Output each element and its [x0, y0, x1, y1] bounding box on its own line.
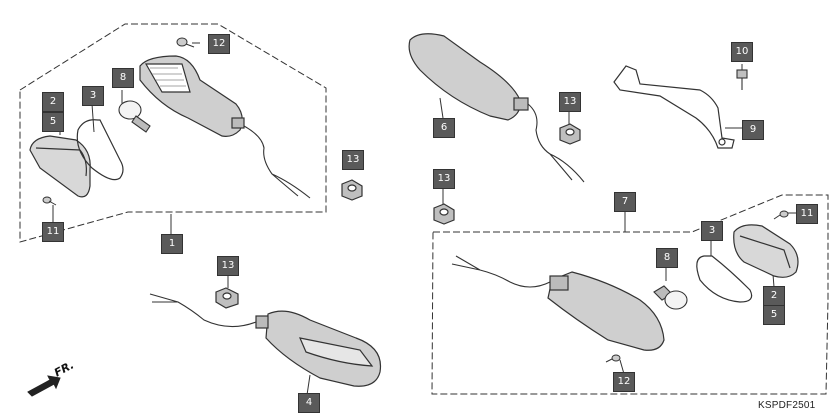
- screw-12a: [176, 37, 195, 48]
- callout-5: 5: [763, 305, 785, 325]
- nut-13c: [559, 123, 581, 145]
- nut-13a: [341, 179, 363, 201]
- callout-12: 12: [208, 34, 230, 54]
- wire-1: [243, 125, 311, 199]
- screw-12b: [605, 354, 621, 363]
- screw-11b: [773, 210, 789, 220]
- nut-13b: [215, 287, 239, 309]
- wire-4: [149, 293, 257, 328]
- turn-signal-body-7: [547, 271, 665, 351]
- callout-11: 11: [796, 204, 818, 224]
- callout-8: 8: [656, 248, 678, 268]
- turn-signal-4: [255, 310, 382, 387]
- callout-13: 13: [217, 256, 239, 276]
- screw-11a: [42, 196, 57, 206]
- bulb-1: [118, 100, 151, 133]
- callout-3: 3: [701, 221, 723, 241]
- lens-cover-1: [29, 135, 91, 198]
- callout-3: 3: [82, 86, 104, 106]
- callout-7: 7: [614, 192, 636, 212]
- callout-1: 1: [161, 234, 183, 254]
- callout-8: 8: [112, 68, 134, 88]
- gasket-1: [76, 119, 124, 181]
- callout-11: 11: [42, 222, 64, 242]
- callout-2: 2: [763, 286, 785, 306]
- turn-signal-6: [408, 33, 529, 121]
- callout-13: 13: [342, 150, 364, 170]
- callout-10: 10: [731, 42, 753, 62]
- wire-7: [451, 255, 551, 288]
- callout-5: 5: [42, 112, 64, 132]
- bulb-2: [653, 285, 688, 310]
- gasket-2: [696, 255, 753, 303]
- turn-signal-body-1: [139, 55, 245, 137]
- callout-6: 6: [433, 118, 455, 138]
- bolt-10: [736, 69, 748, 90]
- wire-6: [527, 103, 585, 183]
- callout-9: 9: [742, 120, 764, 140]
- bracket-9: [613, 65, 735, 149]
- callout-12: 12: [613, 372, 635, 392]
- group-1-outline: [19, 23, 327, 243]
- callout-2: 2: [42, 92, 64, 112]
- callout-4: 4: [298, 393, 320, 413]
- nut-13d: [433, 203, 455, 225]
- lens-cover-2: [733, 224, 799, 278]
- callout-13: 13: [559, 92, 581, 112]
- diagram-code: KSPDF2501: [758, 400, 816, 411]
- callout-13: 13: [433, 169, 455, 189]
- front-arrow: [27, 375, 61, 397]
